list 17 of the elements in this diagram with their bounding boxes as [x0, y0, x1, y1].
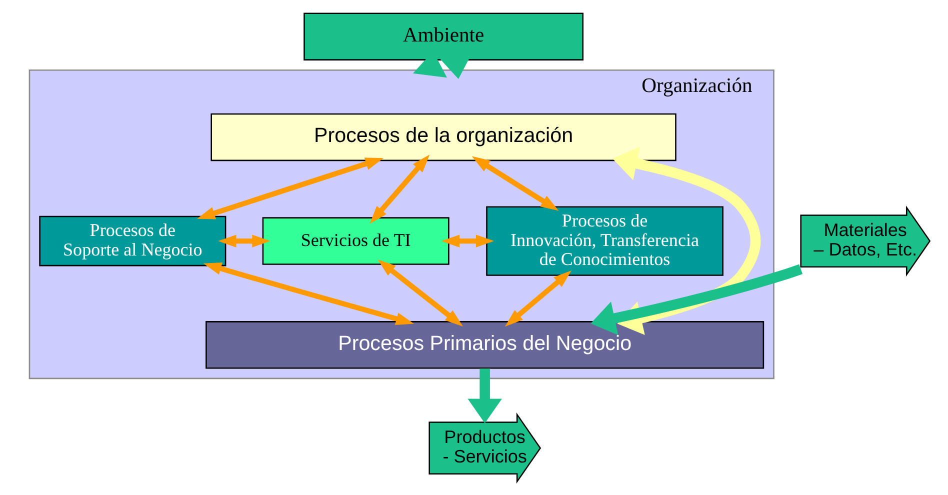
arrow — [612, 146, 760, 335]
node-box: Procesos de Innovación, Transferencia de Conocimientos — [486, 206, 723, 276]
arrow — [440, 234, 494, 248]
node-box: Procesos de la organización — [210, 113, 676, 162]
arrow — [202, 262, 414, 325]
node-box: Servicios de TI — [262, 217, 449, 265]
node-box: Procesos de Soporte al Negocio — [38, 216, 226, 266]
arrow — [590, 264, 802, 336]
arrow — [196, 158, 384, 220]
arrow — [471, 156, 558, 211]
arrow — [467, 368, 502, 424]
arrow — [504, 270, 571, 327]
arrow — [369, 154, 430, 224]
arrow — [218, 234, 270, 248]
arrow — [377, 259, 463, 326]
node-box: Ambiente — [303, 12, 583, 60]
node-box: Procesos Primarios del Negocio — [205, 321, 764, 369]
